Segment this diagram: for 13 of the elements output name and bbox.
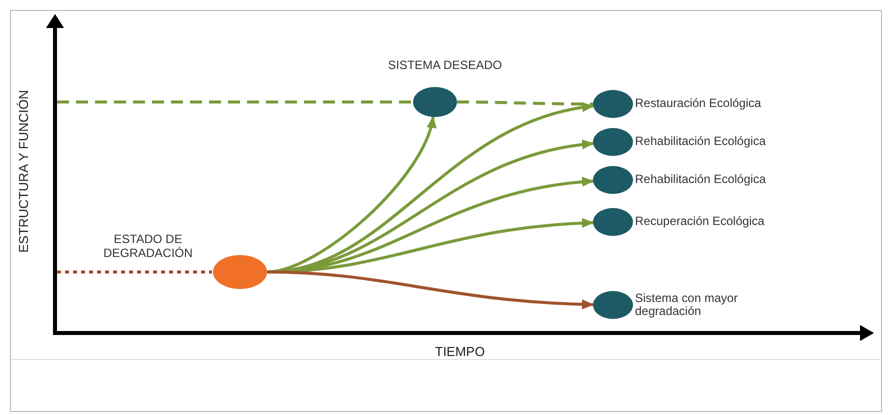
axis-title: TIEMPO <box>435 344 485 359</box>
axis-title: ESTRUCTURA Y FUNCIÓN <box>16 90 31 253</box>
state-label: Recuperación Ecológica <box>635 215 764 229</box>
dashed-line <box>457 100 593 106</box>
arrow <box>266 270 594 310</box>
state-circle <box>213 255 267 289</box>
state-label: Sistema con mayor degradación <box>635 292 739 318</box>
state-label: Rehabilitación Ecológica <box>635 173 766 187</box>
state-caption: SISTEMA DESEADO <box>386 58 504 72</box>
state-label: Rehabilitación Ecológica <box>635 135 766 149</box>
state-caption: ESTADO DE DEGRADACIÓN <box>102 232 194 261</box>
state-circle <box>413 87 457 117</box>
state-label: Restauración Ecológica <box>635 97 762 111</box>
